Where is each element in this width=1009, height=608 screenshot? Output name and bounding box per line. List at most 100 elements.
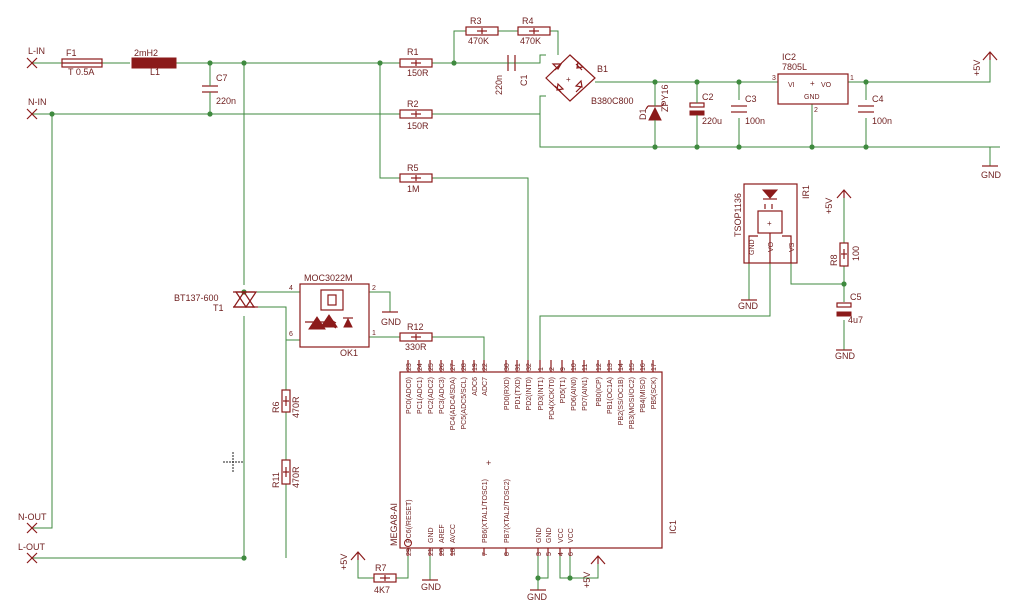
- r1-value: 150R: [407, 68, 429, 78]
- ic1-pin-number: 5: [546, 552, 553, 556]
- r5-value: 1M: [407, 184, 420, 194]
- ic1-pin-number: 21: [428, 548, 435, 556]
- capacitor-c4: C4 100n: [858, 94, 892, 126]
- ir1-pin-vs: VS: [789, 242, 796, 252]
- ic1-pin-label: ADC7: [482, 377, 489, 396]
- ic1-pin-number: 18: [450, 548, 457, 556]
- resistor-r3: R3 470K: [465, 16, 499, 46]
- ic1-pin-label: PD5(T1): [560, 377, 567, 403]
- c1-value: 220n: [494, 75, 504, 95]
- ic1-pin-label: PC1(ADC1): [417, 377, 424, 414]
- c2-value: 220u: [702, 116, 722, 126]
- c3-name: C3: [745, 94, 757, 104]
- l1-name: L1: [150, 67, 160, 77]
- ic1-pin-label: PB6(XTAL1/TOSC1): [482, 479, 489, 543]
- ic1-pin-label: PD2(INT0): [526, 377, 533, 410]
- port-l-out: L-OUT: [18, 542, 46, 564]
- b1-name: B1: [597, 64, 608, 74]
- t1-value: BT137-600: [174, 293, 219, 303]
- port-l-in-label: L-IN: [28, 46, 45, 56]
- port-n-in-label: N-IN: [28, 97, 47, 107]
- ic1-pin-number: 12: [596, 363, 603, 371]
- r1-name: R1: [407, 47, 419, 57]
- ic1-pin-number: 27: [450, 363, 457, 371]
- r11-value: 470R: [291, 466, 301, 488]
- gnd-right-label: GND: [981, 170, 1002, 180]
- ic1-pin-label: PD1(TXD): [515, 377, 522, 409]
- ic1-pin-label: PD6(AIN0): [571, 377, 578, 411]
- ir1-pin-vo: VO: [768, 241, 775, 252]
- r12-value: 330R: [405, 342, 427, 352]
- resistor-r12: R12 330R: [399, 322, 433, 352]
- ic1-pin-number: 28: [461, 363, 468, 371]
- ground-c5: GND: [835, 349, 856, 361]
- resistor-r4: R4 470K: [517, 16, 551, 46]
- ic1-pin-label: PD0(RXD): [504, 377, 511, 410]
- svg-text:+: +: [767, 219, 772, 228]
- ic1-pin-number: 23: [406, 363, 413, 371]
- resistor-r2: R2 150R: [399, 99, 433, 131]
- r2-value: 150R: [407, 121, 429, 131]
- ic1-pin-label: VCC: [568, 528, 575, 543]
- vcc-r7-label: +5V: [339, 554, 349, 570]
- ic1-pin-label: PC3(ADC3): [439, 377, 446, 414]
- ic1-value: MEGA8-AI: [389, 503, 399, 546]
- ic1-pin-number: 22: [482, 363, 489, 371]
- ground-ir1: GND: [738, 299, 759, 311]
- ic1-pin-number: 14: [618, 363, 625, 371]
- ic1-pin-label: PB3(MOSI/OC2): [629, 377, 636, 429]
- d1-value: ZPY16: [660, 84, 670, 112]
- r5-name: R5: [407, 163, 419, 173]
- port-n-in: N-IN: [26, 97, 47, 120]
- ir1-pin-gnd: GND: [749, 239, 756, 255]
- ic1-pin-label: PD3(INT1): [538, 377, 545, 410]
- ir-receiver-ir1: + GND VO VS TSOP1136 IR1: [733, 183, 811, 264]
- ic1-pin-number: 29: [406, 548, 413, 556]
- ic1-pin-number: 4: [558, 552, 565, 556]
- ic1-pin-label: PC6(/RESET): [406, 499, 413, 543]
- ok1-pin4: 4: [289, 285, 293, 292]
- ic1-pin-number: 17: [651, 363, 658, 371]
- r11-name: R11: [271, 472, 281, 488]
- ic1-pin-label: GND: [536, 527, 543, 543]
- ic1-pin-label: PB5(SCK): [651, 377, 658, 409]
- ic2-pin-1: 1: [850, 75, 854, 82]
- t1-name: T1: [213, 303, 224, 313]
- r6-value: 470R: [291, 396, 301, 418]
- ir1-name: IR1: [801, 185, 811, 199]
- triac-t1: BT137-600 T1: [174, 290, 258, 313]
- ic1-pin-number: 10: [571, 363, 578, 371]
- ic1-pin-number: 1: [538, 367, 545, 371]
- ic1-pin-number: 7: [482, 552, 489, 556]
- resistor-r11: R11 470R: [271, 459, 301, 488]
- ir1-value: TSOP1136: [733, 193, 743, 237]
- c1-name: C1: [519, 74, 529, 86]
- r4-value: 470K: [520, 36, 541, 46]
- ic1-pin-18: 18 AVCC: [450, 524, 457, 556]
- ic1-name: IC1: [668, 520, 678, 534]
- ic1-pin-number: 15: [629, 363, 636, 371]
- r7-value: 4K7: [374, 585, 390, 595]
- ic1-pin-label: AVCC: [450, 524, 457, 543]
- resistor-r5: R5 1M: [399, 163, 433, 194]
- r8-name: R8: [829, 254, 839, 266]
- ic2-pin-2: 2: [814, 107, 818, 114]
- fuse-f1: F1 T 0.5A: [61, 48, 103, 77]
- optocoupler-ok1: MOC3022M OK1 4 6 2 1: [289, 273, 376, 358]
- power-vcc-r8: +5V: [824, 189, 852, 214]
